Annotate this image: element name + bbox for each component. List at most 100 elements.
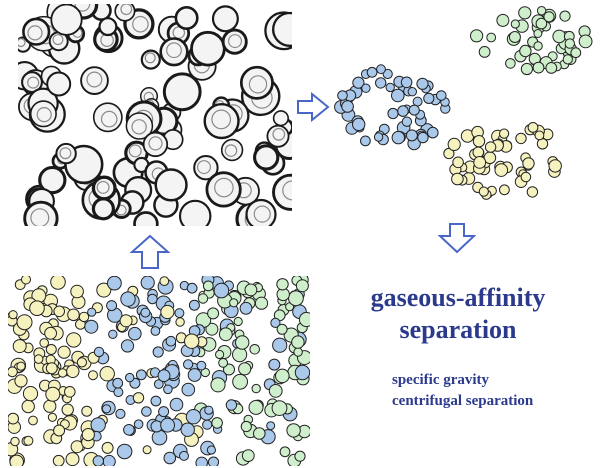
mixed-particle [22,386,39,402]
mixed-particle [150,395,162,407]
micrograph-cell-core [197,160,212,175]
blue-cluster-particle [391,130,406,145]
micrograph-cell-core [211,109,232,130]
yellow-cluster-particle [451,172,464,186]
mixed-particle [141,406,152,417]
mixed-particle [268,358,281,371]
blue-cluster-particle [337,90,348,101]
micrograph-cell-core [30,208,50,226]
mixed-particle [188,299,200,311]
mixed-particle [90,417,106,433]
mixed-particle [163,384,173,395]
mixed-particle [57,345,71,359]
mixed-particle [186,282,198,294]
mixed-particle [202,280,214,292]
blue-cluster-particle [436,90,447,101]
yellow-cluster-particle [494,163,509,177]
green-cluster-particle [559,10,571,22]
mixed-particle [294,364,310,381]
micrograph-cell-core [272,127,286,141]
mixed-particle [275,368,290,384]
blue-cluster-particle [416,77,429,90]
micrograph-cell [91,197,116,221]
micrograph-cell-core [27,25,43,41]
mixed-particle [211,417,223,429]
mixed-particle [298,311,310,328]
mixed-particle [202,419,213,430]
yellow-cluster-particle [484,141,497,153]
blue-cluster-particle [400,76,413,89]
mixed-particle [253,427,266,440]
green-cluster-particle [564,38,576,49]
blue-cluster-particle [407,87,418,97]
mixed-particle [135,369,147,381]
mixed-particle [16,314,33,331]
mixed-particle [66,364,80,379]
micrograph-cell-core [282,180,292,201]
micrograph-cell [133,211,159,226]
mixed-particle [152,346,164,358]
blue-cluster-particle [401,116,413,127]
mixed-particle [53,305,66,318]
blue-cluster-particle [391,88,405,103]
mixed-particle [181,382,196,397]
blue-cluster-particle [376,64,386,75]
yellow-cluster-particle [472,146,485,159]
green-cluster-particle [508,31,521,43]
mixed-particle [132,392,145,404]
mixed-particle [174,308,185,319]
method-note-2: centrifugal separation [392,393,534,409]
mixed-particle [21,276,31,285]
mixed-particle [276,323,288,335]
mixed-particle [207,456,220,466]
mixed-particle [205,322,219,336]
green-cluster-particle [536,6,547,16]
green-cluster-particle [535,17,548,30]
micrograph-cell [114,4,136,22]
mixed-particle [70,284,84,299]
mixed-particle [179,450,189,461]
mixed-particle [254,296,269,310]
mixed-particle [12,339,27,354]
micrograph-cell-core [120,4,133,16]
yellow-cluster-particle [515,132,527,145]
mixed-particle [78,311,90,323]
separated-particle-clusters [334,6,593,200]
mixed-particle [52,454,65,466]
yellow-cluster-particle [478,186,489,197]
green-cluster-particle [552,29,566,44]
micrograph-cell-core [18,38,26,48]
green-cluster-particle [532,61,545,74]
blue-cluster-particle [341,100,354,113]
micrograph-cell [272,110,289,127]
blue-cluster-particle [352,117,366,132]
micrograph-cell-core [27,76,40,89]
micrograph-cell-core [36,106,52,123]
mixed-particle [293,347,303,357]
mixed-particle [175,317,185,327]
micrograph-cell [98,17,118,37]
mixed-particle [195,456,208,466]
mixed-particle [240,420,252,433]
yellow-cluster-particle [447,137,461,151]
mixed-particle [112,377,124,389]
mixed-particle [142,445,152,455]
green-cluster-particle [518,6,532,20]
blue-cluster-particle [417,131,429,144]
mixed-particle [232,373,249,390]
mixed-particle [123,424,135,436]
micrograph-cell-core [100,110,118,128]
blue-cluster-particle [382,68,393,80]
mixed-particle [295,279,309,293]
mixed-particle [233,316,243,327]
mixed-particle [187,368,202,382]
mixed-particle [223,363,235,376]
micrograph-cell-core [166,42,182,59]
mixed-particle [229,298,239,308]
mixed-particle [57,368,68,378]
green-cluster-particle [543,11,555,23]
mixed-particle [151,429,168,446]
mixed-particle [184,333,200,349]
mixed-particle [120,339,135,353]
micrograph-cell [211,5,239,33]
